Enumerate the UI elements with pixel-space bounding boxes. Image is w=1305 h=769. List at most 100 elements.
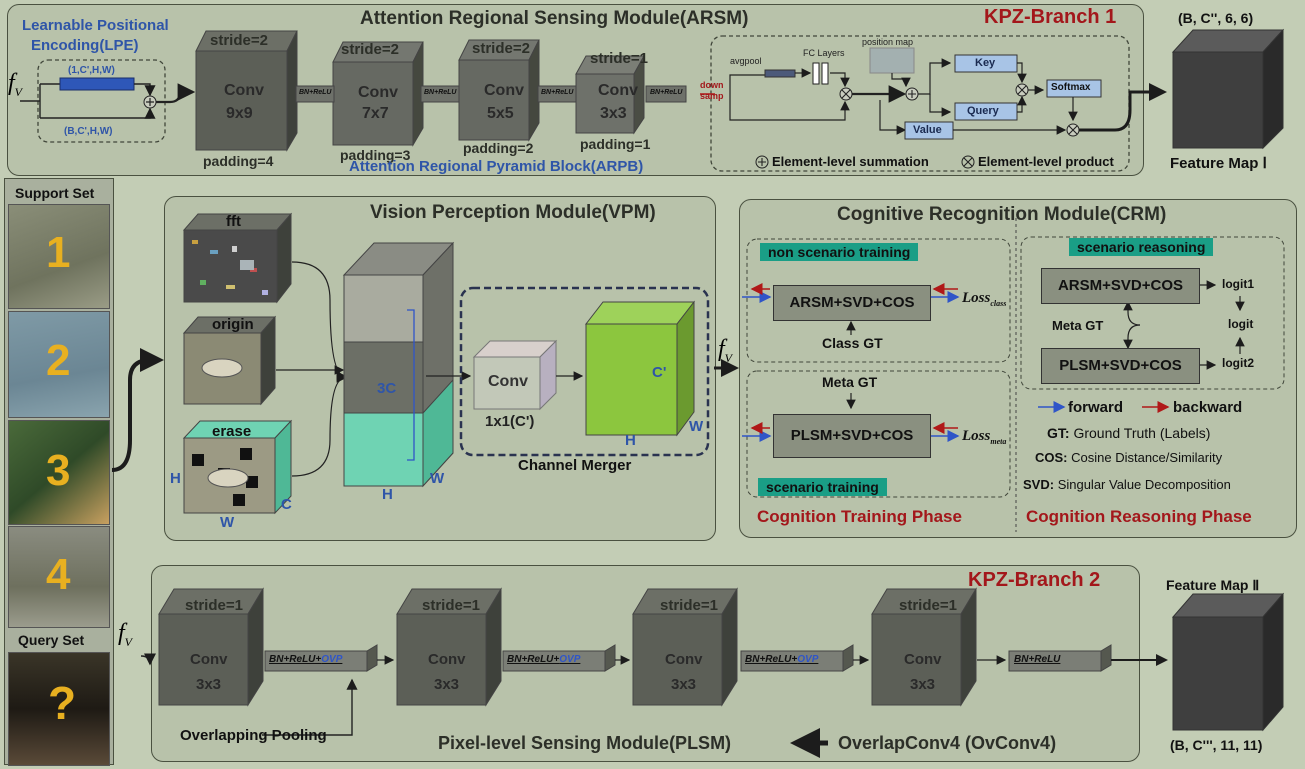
arsm-svd-cos-train: ARSM+SVD+COS bbox=[773, 285, 931, 321]
plsm-svd-cos-reason: PLSM+SVD+COS bbox=[1041, 348, 1200, 384]
erase-c-label: C bbox=[281, 496, 292, 513]
plsm-ovp-3: OVP bbox=[797, 654, 819, 665]
feature-map-2-label: Feature Map Ⅱ bbox=[1166, 577, 1260, 593]
vpm-fv-f: f bbox=[718, 336, 725, 362]
query-box-label: Query bbox=[967, 105, 999, 117]
fft-label: fft bbox=[226, 213, 241, 230]
merged-h-label: H bbox=[625, 432, 636, 449]
arsm-conv3-stride: stride=2 bbox=[472, 40, 530, 57]
arsm-bnrelu-4: BN+ReLU bbox=[650, 89, 683, 96]
arsm-fv-sub: V bbox=[14, 84, 23, 99]
plsm-bn-blocks bbox=[264, 644, 1112, 672]
arsm-conv2-name: Conv bbox=[358, 84, 398, 101]
fft-texture bbox=[192, 240, 268, 295]
ovconv-label: OverlapConv4 (OvConv4) bbox=[838, 733, 1057, 753]
value-box-label: Value bbox=[913, 124, 942, 136]
arsm-conv1-padding: padding=4 bbox=[203, 153, 274, 169]
gt-definition: GT: Ground Truth (Labels) bbox=[1047, 425, 1210, 441]
plsm-bn-last: BN+ReLU bbox=[1014, 654, 1061, 665]
arsm-conv2-kernel: 7x7 bbox=[362, 105, 389, 122]
kpz-branch-1: KPZ-Branch 1 bbox=[984, 6, 1117, 28]
feature-map-2-dims: (B, C''', 11, 11) bbox=[1170, 737, 1263, 753]
arsm-conv1-stride: stride=2 bbox=[210, 32, 268, 49]
lpe-top-dims: (1,C',H,W) bbox=[68, 65, 115, 76]
vpm-fv-sub: V bbox=[724, 350, 733, 365]
meta-gt-train-label: Meta GT bbox=[822, 374, 878, 390]
stack-w-label: W bbox=[430, 470, 445, 487]
support-number-3: 3 bbox=[46, 446, 71, 495]
conv1x1-cube bbox=[472, 339, 558, 411]
stacked-tensor bbox=[342, 241, 455, 488]
cos-value: Cosine Distance/Similarity bbox=[1071, 450, 1223, 465]
arpb-label: Attention Regional Pyramid Block(ARPB) bbox=[349, 158, 644, 175]
arsm-conv4-name: Conv bbox=[598, 82, 638, 99]
svd-value: Singular Value Decomposition bbox=[1057, 477, 1231, 492]
support-image-1 bbox=[8, 204, 110, 309]
svd-definition: SVD: Singular Value Decomposition bbox=[1023, 477, 1231, 492]
arsm-bnrelu-blocks bbox=[295, 85, 687, 103]
query-mark: ? bbox=[48, 677, 77, 729]
vpm-input-cubes bbox=[182, 212, 293, 515]
class-gt-label: Class GT bbox=[822, 335, 883, 351]
loss-class-main: Loss bbox=[962, 290, 991, 306]
plsm-conv2-kernel: 3x3 bbox=[434, 676, 460, 693]
legend-product: Element-level product bbox=[978, 154, 1114, 169]
plsm-svd-cos-train: PLSM+SVD+COS bbox=[773, 414, 931, 458]
loss-meta-main: Loss bbox=[962, 428, 991, 444]
arsm-conv3-padding: padding=2 bbox=[463, 140, 534, 156]
vpm-fv: fV bbox=[718, 336, 732, 366]
cos-definition: COS: Cosine Distance/Similarity bbox=[1035, 450, 1222, 465]
fc-layers-label: FC Layers bbox=[803, 48, 845, 58]
legend-forward: forward bbox=[1068, 399, 1124, 416]
logit-label: logit bbox=[1228, 317, 1254, 331]
position-map-label: position map bbox=[862, 37, 914, 47]
gt-key: GT: bbox=[1047, 425, 1070, 441]
plsm-conv1-name: Conv bbox=[190, 651, 228, 668]
plsm-conv4-stride: stride=1 bbox=[899, 597, 957, 614]
plsm-conv4-kernel: 3x3 bbox=[910, 676, 936, 693]
gt-value: Ground Truth (Labels) bbox=[1073, 425, 1211, 441]
feature-map-1-cube bbox=[1171, 28, 1285, 150]
arsm-bnrelu-2: BN+ReLU bbox=[424, 89, 457, 96]
plsm-bn-ovp-1: BN+ReLU+OVP bbox=[269, 654, 342, 665]
channel-merger-label: Channel Merger bbox=[518, 457, 632, 474]
merged-feature-cube bbox=[584, 300, 696, 437]
plsm-conv3-kernel: 3x3 bbox=[671, 676, 697, 693]
cos-key: COS: bbox=[1035, 450, 1068, 465]
arsm-conv1-kernel: 9x9 bbox=[226, 105, 253, 122]
arsm-conv3-name: Conv bbox=[484, 82, 524, 99]
plsm-conv2-name: Conv bbox=[428, 651, 466, 668]
erase-h-label: H bbox=[170, 470, 181, 487]
overlapping-pooling-label: Overlapping Pooling bbox=[180, 727, 327, 744]
scenario-reasoning-tag: scenario reasoning bbox=[1069, 238, 1214, 256]
arsm-conv1-name: Conv bbox=[224, 82, 264, 99]
down-label-2: samp bbox=[700, 91, 724, 101]
plsm-conv1-kernel: 3x3 bbox=[196, 676, 222, 693]
feature-map-1-label: Feature Map Ⅰ bbox=[1170, 155, 1267, 172]
loss-class-sub: class bbox=[990, 299, 1007, 308]
scenario-training-tag: scenario training bbox=[758, 478, 887, 496]
erase-label: erase bbox=[212, 423, 252, 440]
support-number-2: 2 bbox=[46, 336, 71, 385]
stack-h-label: H bbox=[382, 486, 393, 503]
lpe-title-2: Encoding(LPE) bbox=[31, 37, 139, 54]
loss-meta-sub: meta bbox=[990, 437, 1007, 446]
svd-key: SVD: bbox=[1023, 477, 1055, 492]
feature-map-1-dims: (B, C'', 6, 6) bbox=[1178, 10, 1254, 26]
meta-gt-reason-label: Meta GT bbox=[1052, 318, 1104, 333]
loss-meta: Lossmeta bbox=[962, 428, 1006, 446]
support-image-2 bbox=[8, 311, 110, 418]
origin-label: origin bbox=[212, 316, 254, 333]
kpz-branch-2: KPZ-Branch 2 bbox=[968, 569, 1101, 591]
query-set-title: Query Set bbox=[18, 632, 85, 648]
plsm-title: Pixel-level Sensing Module(PLSM) bbox=[438, 733, 732, 753]
vpm-title: Vision Perception Module(VPM) bbox=[370, 202, 656, 223]
cognition-reasoning-phase: Cognition Reasoning Phase bbox=[1026, 507, 1252, 526]
arsm-title: Attention Regional Sensing Module(ARSM) bbox=[360, 8, 749, 29]
cognition-training-phase: Cognition Training Phase bbox=[757, 507, 962, 526]
key-box-label: Key bbox=[975, 57, 996, 69]
arsm-fv-f: f bbox=[8, 70, 15, 96]
arsm-conv4-padding: padding=1 bbox=[580, 136, 651, 152]
legend-backward: backward bbox=[1173, 399, 1243, 416]
